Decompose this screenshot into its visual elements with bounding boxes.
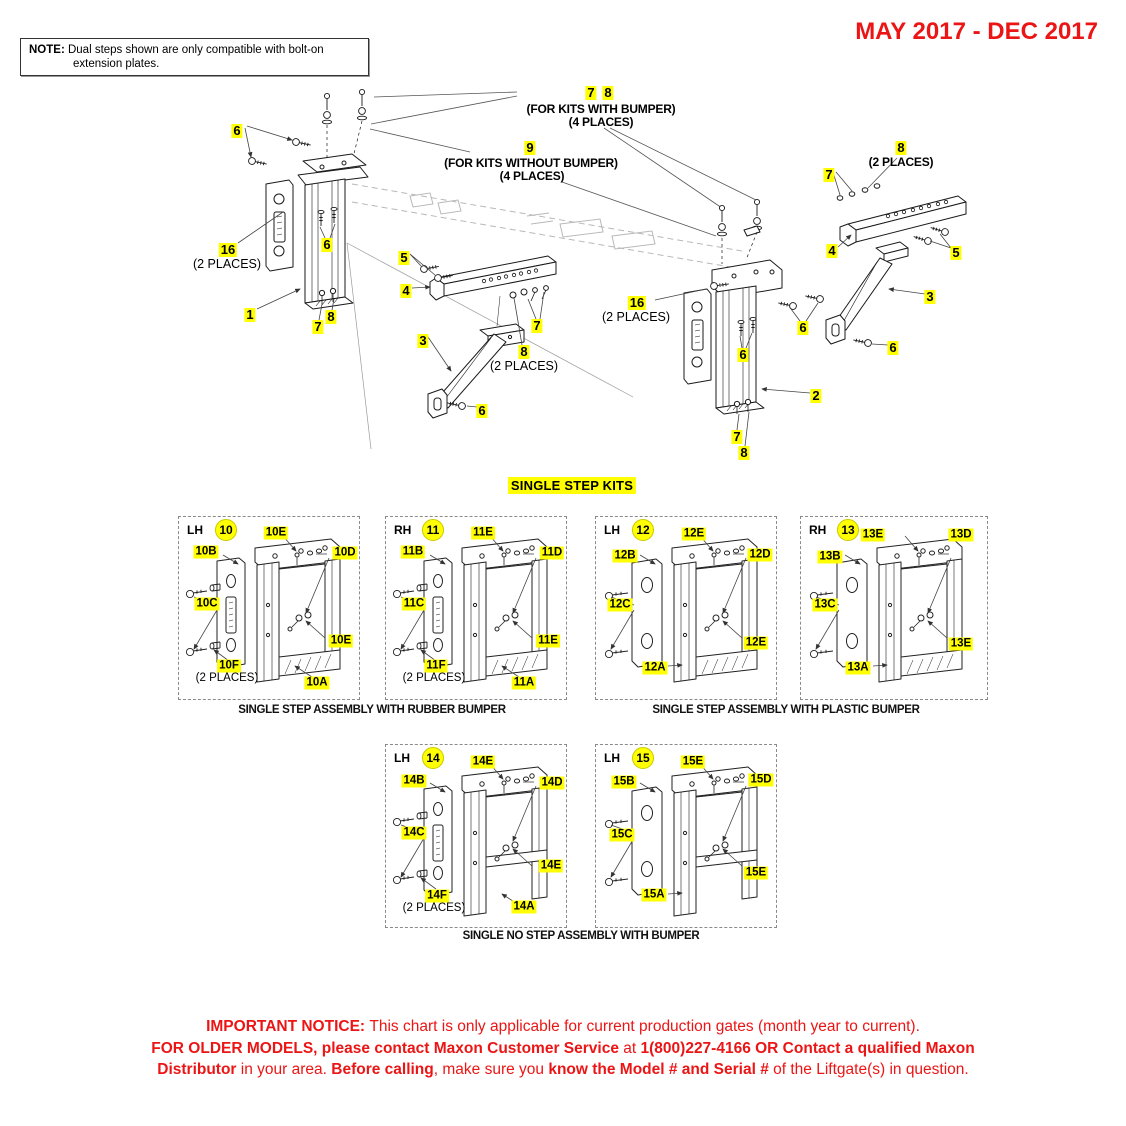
part-callout: 12E bbox=[743, 636, 769, 650]
part-callout: 14C bbox=[401, 826, 427, 840]
part-callout: 12B bbox=[612, 549, 638, 563]
notice-segment: Distributor bbox=[157, 1061, 237, 1078]
part-callout: 11C bbox=[401, 597, 427, 611]
kit-15-number-badge: 15 bbox=[632, 747, 654, 769]
notice-segment: 1(800)227-4166 OR Contact a qualified Ma… bbox=[640, 1039, 975, 1057]
part-callout: 10E bbox=[263, 526, 289, 540]
part-callout: (2 PLACES) bbox=[195, 672, 259, 684]
part-callout: 14D bbox=[539, 776, 565, 790]
part-callout: 15E bbox=[743, 866, 769, 880]
part-callout: 10A bbox=[304, 676, 330, 690]
kit-box-12: 12E 12B 12D 12C 12E 12A LH 12 bbox=[595, 516, 777, 700]
part-callout: 13C bbox=[812, 598, 838, 612]
kits-section-title: SINGLE STEP KITS bbox=[507, 477, 637, 494]
kit-13-callouts: 13E 13D 13B 13C 13E 13A bbox=[801, 517, 987, 699]
notice-segment: at bbox=[618, 1039, 641, 1057]
kit-12-side-label: LH bbox=[604, 523, 620, 537]
kit-14-number-badge: 14 bbox=[422, 747, 444, 769]
part-callout: 11B bbox=[400, 545, 426, 559]
part-callout: 10B bbox=[193, 545, 219, 559]
kit-15-side-label: LH bbox=[604, 751, 620, 765]
notice-segment: , make sure you bbox=[433, 1061, 549, 1078]
notice-line-2: FOR OLDER MODELS, please contact Maxon C… bbox=[0, 1038, 1126, 1060]
part-callout: 13A bbox=[845, 661, 871, 675]
kit-box-15: 15E 15B 15D 15C 15E 15A LH 15 bbox=[595, 744, 777, 928]
date-range-title: MAY 2017 - DEC 2017 bbox=[855, 18, 1098, 45]
kit-13-number-badge: 13 bbox=[837, 519, 859, 541]
part-callout: (2 PLACES) bbox=[402, 672, 466, 684]
caption-plastic-bumper: SINGLE STEP ASSEMBLY WITH PLASTIC BUMPER bbox=[652, 704, 920, 716]
part-callout: 11E bbox=[471, 526, 495, 540]
part-callout: 12E bbox=[681, 527, 707, 541]
part-callout: 13E bbox=[948, 637, 974, 651]
note-text: Dual steps shown are only compatible wit… bbox=[64, 44, 324, 70]
kit-11-side-label: RH bbox=[394, 523, 412, 537]
notice-segment: know the Model # and Serial # bbox=[548, 1061, 769, 1078]
notice-line-1: IMPORTANT NOTICE: This chart is only app… bbox=[0, 1016, 1126, 1038]
kit-12-number-badge: 12 bbox=[632, 519, 654, 541]
kit-box-11: 11E 11B 11D 11C 11E 11F(2 PLACES) 11A RH 11 bbox=[385, 516, 567, 700]
part-callout: 15C bbox=[609, 828, 635, 842]
kit-box-10: 10E 10B 10D 10C 10E 10F(2 PLACES) 10A LH 10 bbox=[178, 516, 360, 700]
part-callout: 10F bbox=[217, 659, 241, 673]
part-callout: 15E bbox=[680, 755, 706, 769]
kit-10-side-label: LH bbox=[187, 523, 203, 537]
part-callout: 15D bbox=[748, 773, 774, 787]
kit-10-callouts: 10E 10B 10D 10C 10E 10F(2 PLACES) 10A bbox=[179, 517, 359, 699]
main-exploded-diagram-art bbox=[237, 88, 967, 450]
note-box: NOTE: Dual steps shown are only compatib… bbox=[20, 38, 369, 76]
caption-rubber-bumper: SINGLE STEP ASSEMBLY WITH RUBBER BUMPER bbox=[238, 704, 506, 716]
kit-11-callouts: 11E 11B 11D 11C 11E 11F(2 PLACES) 11A bbox=[386, 517, 566, 699]
part-callout: (2 PLACES) bbox=[402, 902, 466, 914]
notice-segment: IMPORTANT NOTICE: bbox=[206, 1018, 370, 1035]
part-callout: 13D bbox=[948, 528, 974, 542]
part-callout: 14F bbox=[425, 889, 449, 903]
notice-segment: of the Liftgate(s) in question. bbox=[768, 1061, 969, 1078]
footer-important-notice: IMPORTANT NOTICE: This chart is only app… bbox=[0, 1016, 1126, 1081]
part-callout: 12C bbox=[607, 598, 633, 612]
kit-12-callouts: 12E 12B 12D 12C 12E 12A bbox=[596, 517, 776, 699]
kit-14-side-label: LH bbox=[394, 751, 410, 765]
kit-box-13: 13E 13D 13B 13C 13E 13A RH 13 bbox=[800, 516, 988, 700]
kit-10-number-badge: 10 bbox=[215, 519, 237, 541]
part-callout: 12D bbox=[747, 548, 773, 562]
part-callout: 15B bbox=[611, 775, 637, 789]
notice-segment: in your area. bbox=[236, 1061, 332, 1078]
part-callout: 13B bbox=[817, 550, 843, 564]
part-callout: 12A bbox=[642, 661, 668, 675]
notice-line-3: Distributor in your area. Before calling… bbox=[0, 1059, 1126, 1081]
part-callout: 11E bbox=[536, 634, 560, 648]
part-callout: 10D bbox=[332, 546, 358, 560]
caption-nostep-bumper: SINGLE NO STEP ASSEMBLY WITH BUMPER bbox=[462, 930, 700, 942]
part-callout: 11F bbox=[424, 659, 448, 673]
part-callout: 10E bbox=[328, 634, 354, 648]
notice-segment: FOR OLDER MODELS, please contact Maxon C… bbox=[151, 1039, 619, 1057]
part-callout: 11A bbox=[511, 676, 537, 690]
part-callout: 14E bbox=[470, 755, 496, 769]
part-callout: 14B bbox=[401, 774, 427, 788]
kit-11-number-badge: 11 bbox=[422, 519, 444, 541]
kit-15-callouts: 15E 15B 15D 15C 15E 15A bbox=[596, 745, 776, 927]
kit-box-14: 14E 14B 14D 14C 14E 14F(2 PLACES) 14A LH 14 bbox=[385, 744, 567, 928]
part-callout: 11D bbox=[539, 546, 565, 560]
part-callout: 14E bbox=[538, 859, 564, 873]
part-callout: 10C bbox=[194, 597, 220, 611]
kit-13-side-label: RH bbox=[809, 523, 827, 537]
kit-14-callouts: 14E 14B 14D 14C 14E 14F(2 PLACES) 14A bbox=[386, 745, 566, 927]
notice-segment: Before calling bbox=[331, 1061, 434, 1078]
note-label: NOTE: bbox=[29, 44, 65, 56]
part-callout: 13E bbox=[860, 528, 886, 542]
notice-segment: This chart is only applicable for curren… bbox=[369, 1018, 920, 1035]
part-callout: 14A bbox=[511, 900, 537, 914]
part-callout: 15A bbox=[641, 888, 667, 902]
